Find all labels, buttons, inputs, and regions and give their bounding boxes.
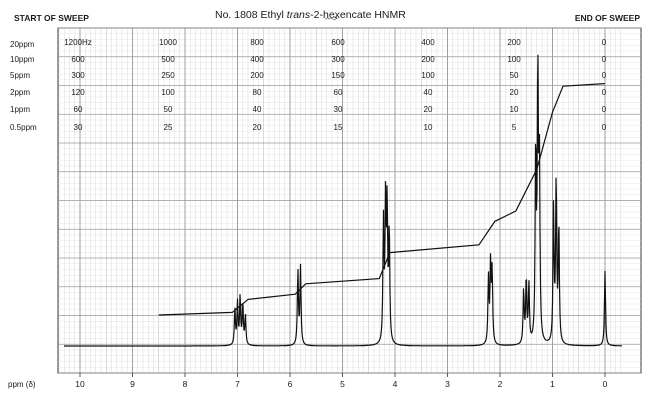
x-tick-label: 8: [183, 379, 188, 389]
sweep-direction-arrow: --->: [325, 14, 338, 23]
sweep-table-cell: 120: [71, 88, 85, 97]
x-tick-label: 1: [550, 379, 555, 389]
major-grid: [58, 27, 641, 374]
sweep-table-cell: 1200Hz: [64, 38, 92, 47]
title-italic: trans: [287, 9, 311, 21]
x-tick-label: 2: [498, 379, 503, 389]
x-tick-label: 7: [235, 379, 240, 389]
integral-curve: [158, 83, 606, 316]
sweep-table-columns: 1000500250100502580040020080402060030015…: [159, 38, 607, 132]
sweep-table-cell: 20: [253, 123, 262, 132]
sweep-width-label: 20ppm: [10, 40, 35, 49]
sweep-table-cell: 100: [421, 71, 435, 80]
sweep-width-label: 10ppm: [10, 55, 35, 64]
sweep-table-cell: 1000: [159, 38, 177, 47]
sweep-table-cell: 100: [507, 55, 521, 64]
sweep-width-label: 2ppm: [10, 88, 30, 97]
sweep-table-cell: 20: [510, 88, 519, 97]
sweep-table-cell: 800: [250, 38, 264, 47]
sweep-table-cell: 40: [424, 88, 433, 97]
x-tick-label: 6: [288, 379, 293, 389]
sweep-table-cell: 250: [161, 71, 175, 80]
sweep-table-cell: 200: [250, 71, 264, 80]
sweep-table-cell: 0: [602, 88, 607, 97]
sweep-table-cell: 300: [71, 71, 85, 80]
sweep-table-cell: 600: [331, 38, 345, 47]
sweep-table-cell: 5: [512, 123, 517, 132]
sweep-table-cell: 500: [161, 55, 175, 64]
end-of-sweep-label: END OF SWEEP: [575, 13, 641, 23]
sweep-table-cell: 600: [71, 55, 85, 64]
sweep-width-label: 5ppm: [10, 71, 30, 80]
sweep-table-cell: 200: [421, 55, 435, 64]
sweep-table-cell: 80: [253, 88, 262, 97]
sweep-table-cell: 50: [510, 71, 519, 80]
sweep-width-label: 1ppm: [10, 105, 30, 114]
sweep-table-cell: 150: [331, 71, 345, 80]
x-tick-label: 10: [75, 379, 85, 389]
sweep-width-label: 0.5ppm: [10, 123, 37, 132]
sweep-table-cell: 20: [424, 105, 433, 114]
sweep-table-cell: 300: [331, 55, 345, 64]
spectrum-trace: [64, 54, 622, 347]
sweep-table-cell: 25: [164, 123, 173, 132]
sweep-table-cell: 0: [602, 123, 607, 132]
sweep-table-cell: 15: [334, 123, 343, 132]
sweep-table-cell: 400: [250, 55, 264, 64]
sweep-table-cell: 10: [510, 105, 519, 114]
sweep-table-cell: 40: [253, 105, 262, 114]
sweep-table-cell: 0: [602, 71, 607, 80]
sweep-table-cell: 10: [424, 123, 433, 132]
start-of-sweep-label: START OF SWEEP: [14, 13, 89, 23]
x-tick-label: 0: [603, 379, 608, 389]
sweep-table-cell: 50: [164, 105, 173, 114]
sweep-width-labels: 20ppm 10ppm 5ppm 2ppm 1ppm 0.5ppm: [10, 40, 37, 132]
sweep-table-cell: 60: [74, 105, 83, 114]
title-suffix: -2-hexencate HNMR: [310, 9, 406, 21]
x-tick-label: 5: [340, 379, 345, 389]
title-prefix: No. 1808 Ethyl: [215, 9, 287, 21]
x-axis-label: ppm (δ): [8, 380, 36, 389]
chart-title: No. 1808 Ethyl trans-2-hexencate HNMR: [215, 9, 406, 21]
x-tick-label: 9: [130, 379, 135, 389]
sweep-table-cell: 0: [602, 105, 607, 114]
sweep-table-cell: 400: [421, 38, 435, 47]
x-tick-label: 4: [393, 379, 398, 389]
sweep-table-cell: 30: [74, 123, 83, 132]
sweep-table-cell: 30: [334, 105, 343, 114]
sweep-table-cell: 0: [602, 55, 607, 64]
sweep-table-cell: 0: [602, 38, 607, 47]
sweep-table-cell: 200: [507, 38, 521, 47]
x-tick-label: 3: [445, 379, 450, 389]
sweep-table-col-1: 1200Hz 600 300 120 60 30: [64, 38, 92, 132]
sweep-table-cell: 100: [161, 88, 175, 97]
sweep-table-cell: 60: [334, 88, 343, 97]
